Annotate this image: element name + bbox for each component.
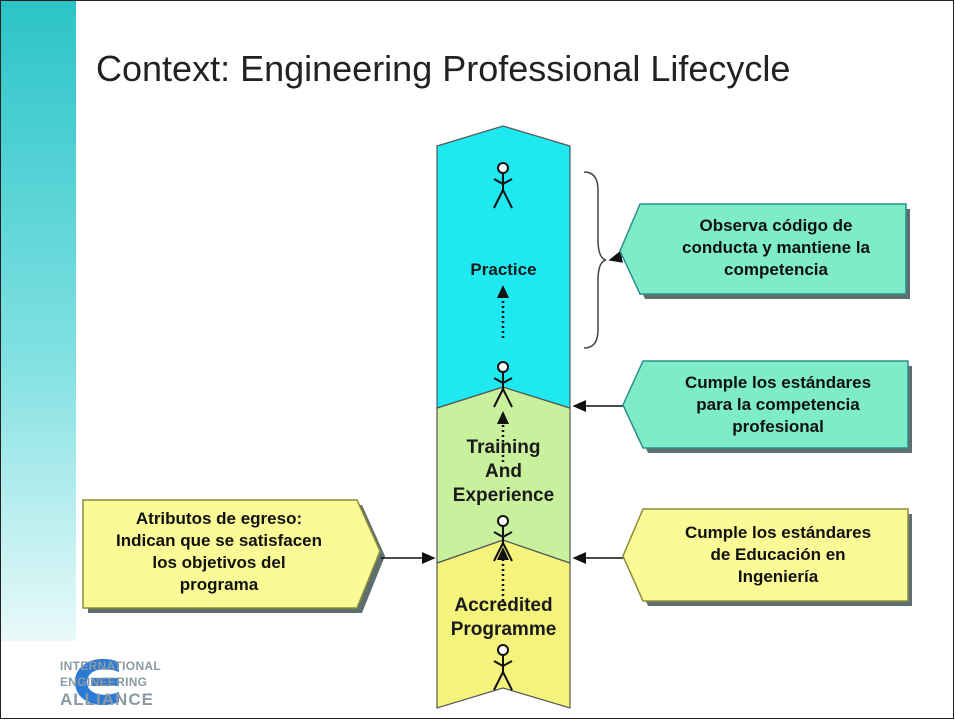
callout-education — [622, 508, 909, 602]
stage-practice — [436, 125, 571, 409]
alliance-logo-text: INTERNATIONAL ENGINEERING ALLIANCE — [60, 659, 162, 709]
slide-title: Context: Engineering Professional Lifecy… — [96, 48, 791, 89]
callout-practice-text: Observa código de conducta y mantiene la… — [682, 216, 870, 279]
side-color-band — [1, 1, 76, 641]
alliance-logo-icon — [75, 658, 119, 706]
stage-label-training: Training And Experience — [452, 437, 555, 506]
practice-brace — [583, 171, 607, 349]
callout-training-text: Cumple los estándares para la competenci… — [684, 373, 872, 436]
stage-label-practice: Practice — [470, 260, 537, 279]
callout-attributes-text: Atributos de egreso: Indican que se sati… — [116, 509, 322, 594]
callout-practice — [619, 203, 907, 295]
callout-training — [622, 360, 909, 449]
callout-education-text: Cumple los estándares de Educación en In… — [684, 523, 872, 586]
stage-label-accredited: Accredited Programme — [450, 595, 557, 640]
callout-attributes — [82, 499, 381, 609]
